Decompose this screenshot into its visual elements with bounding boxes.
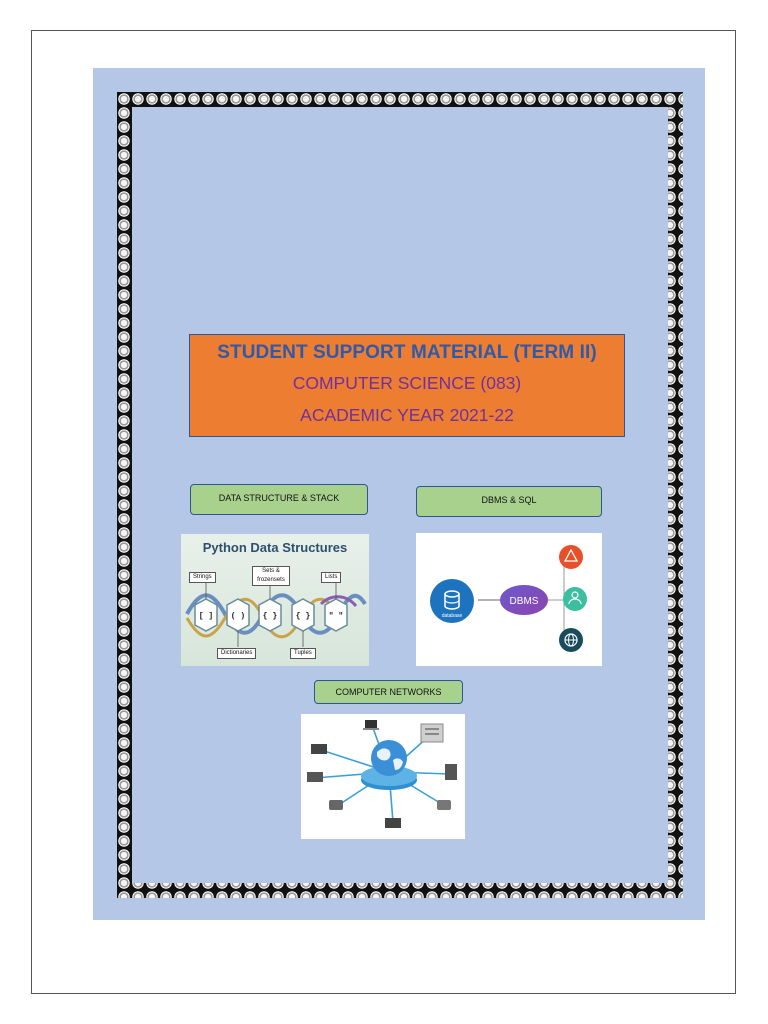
tag-sets: Sets & frozensets [252, 566, 290, 586]
tag-tuples: Tuples [290, 648, 316, 659]
globe-icon [559, 628, 583, 652]
python-hexagon-graphic: [ ] ( ) { } { } " " [185, 583, 367, 647]
database-label: database [442, 613, 463, 619]
computer-networks-image [301, 714, 465, 839]
user-icon [563, 587, 587, 611]
globe-network-icon [371, 740, 407, 776]
symbol-tuple: ( ) [231, 612, 245, 621]
symbol-list: [ ] [199, 612, 213, 621]
symbol-string: " " [329, 612, 343, 621]
section-label-networks: COMPUTER NETWORKS [314, 680, 463, 704]
database-icon: database [430, 579, 474, 623]
laptop-icon [363, 720, 379, 730]
python-data-structures-image: Python Data Structures [ ] ( ) { } { } "… [181, 534, 369, 666]
dbms-label: DBMS [510, 596, 539, 607]
server-icon [420, 723, 444, 743]
alert-icon [559, 545, 583, 569]
academic-year: ACADEMIC YEAR 2021-22 [300, 405, 514, 425]
tag-strings: Strings [189, 572, 216, 583]
subject-title: COMPUTER SCIENCE (083) [292, 373, 522, 393]
section-label-dbms: DBMS & SQL [416, 486, 602, 517]
title-box: STUDENT SUPPORT MATERIAL (TERM II) COMPU… [189, 334, 625, 437]
dbms-image: database DBMS [416, 533, 602, 666]
python-image-title: Python Data Structures [202, 540, 348, 555]
symbol-set: { } [263, 612, 278, 621]
document-title: STUDENT SUPPORT MATERIAL (TERM II) [217, 342, 597, 363]
dbms-ellipse [500, 585, 548, 615]
tag-dictionaries: Dictionaries [217, 648, 257, 659]
section-label-data-structure: DATA STRUCTURE & STACK [190, 484, 368, 515]
symbol-dict: { } [296, 612, 311, 621]
tag-lists: Lists [321, 572, 342, 583]
phone-icon [329, 800, 451, 810]
